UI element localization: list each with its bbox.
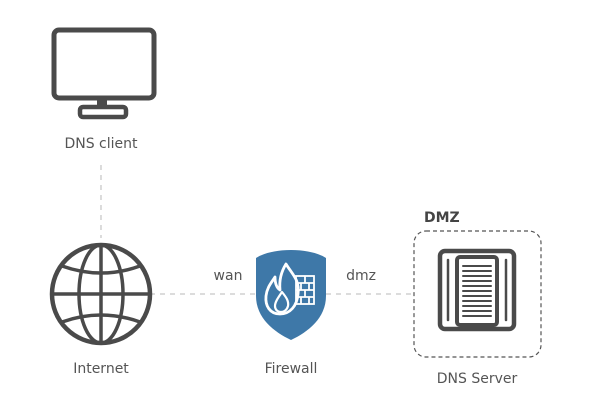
dns-client-label: DNS client [64,136,138,152]
connectors [100,165,414,295]
internet-node[interactable]: Internet [49,242,153,377]
firewall-shield-icon [256,250,326,340]
dns-server-label: DNS Server [437,371,518,387]
firewall-label: Firewall [265,361,318,377]
dmz-zone-label: DMZ [424,210,460,226]
dmz-edge-label: dmz [346,268,376,284]
wan-edge-label: wan [214,268,243,284]
firewall-node[interactable]: Firewall [256,250,326,377]
internet-label: Internet [73,361,129,377]
dmz-zone-border [413,230,542,358]
monitor-icon [51,27,157,120]
globe-icon [49,242,153,346]
server-icon [437,248,517,332]
dmz-zone: DMZ [413,210,542,358]
dns-client-node[interactable]: DNS client [51,27,157,152]
dns-server-node[interactable]: DNS Server [437,248,518,387]
